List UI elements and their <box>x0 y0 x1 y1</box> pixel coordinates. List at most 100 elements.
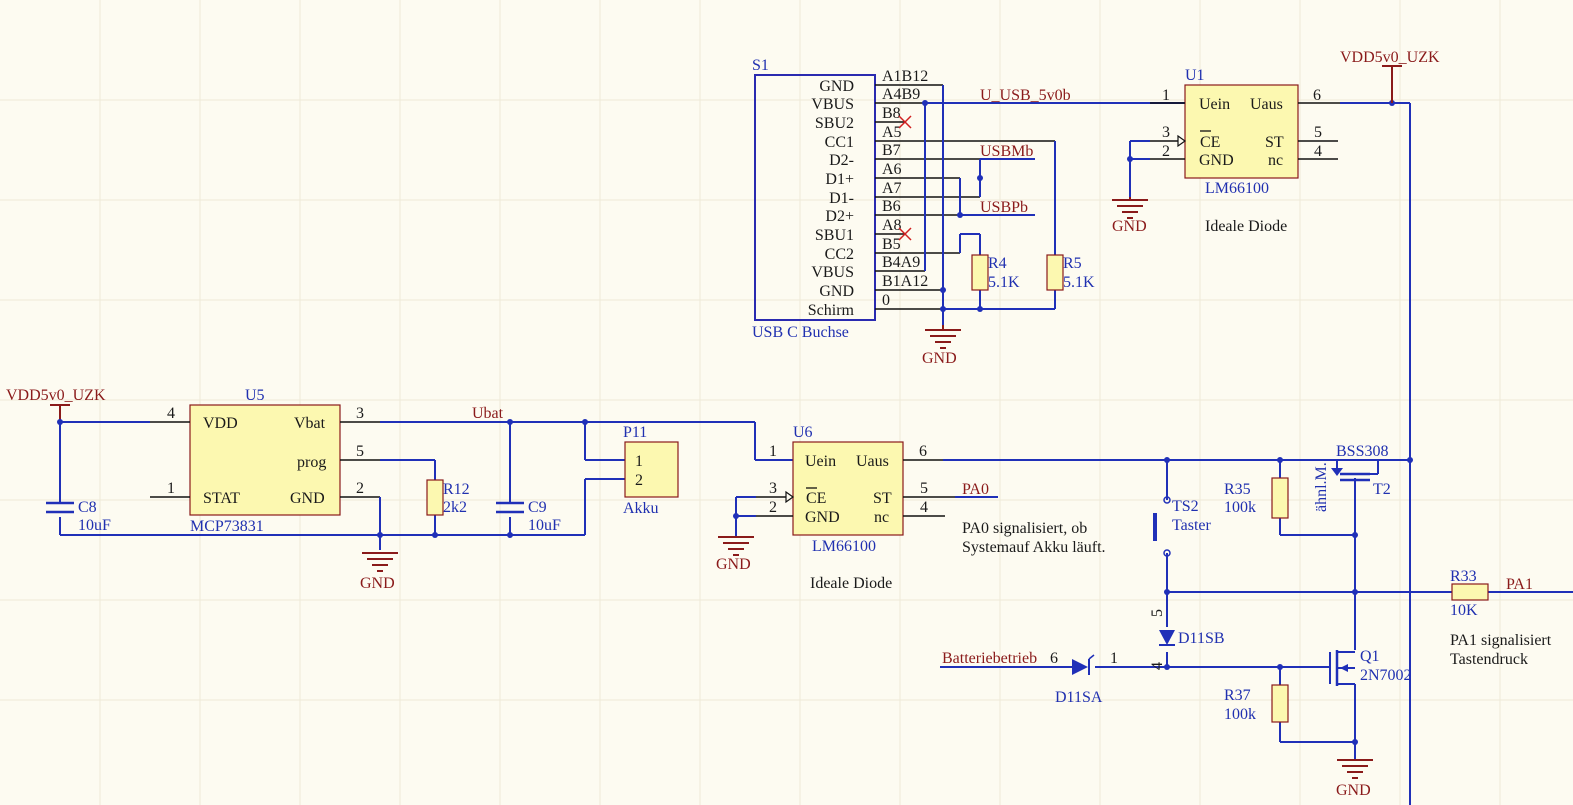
pmos-t2[interactable]: BSS308 T2 ähnl.M. <box>1313 443 1410 512</box>
svg-text:VBUS: VBUS <box>811 96 854 113</box>
svg-text:100k: 100k <box>1224 499 1256 516</box>
gnd-label-q1: GND <box>1336 782 1371 799</box>
s1-pin-numbers: A1B12 A4B9 B8 A5 B7 A6 A7 B6 A8 B5 B4A9 … <box>882 68 928 309</box>
resistor-r12[interactable]: R12 2k2 <box>426 479 470 516</box>
right-wires <box>940 460 1573 760</box>
svg-text:R5: R5 <box>1063 255 1082 272</box>
s1-pin-lines <box>875 84 1055 310</box>
svg-text:SBU1: SBU1 <box>815 227 854 244</box>
svg-text:P11: P11 <box>623 424 647 441</box>
net-pa0: PA0 <box>962 481 989 498</box>
svg-text:CE: CE <box>806 490 826 507</box>
svg-text:U6: U6 <box>793 424 813 441</box>
svg-text:1: 1 <box>635 453 643 470</box>
power-port-vdd-top: VDD5v0_UZK <box>1340 49 1440 103</box>
gnd-symbol-s1 <box>925 325 961 349</box>
s1-designator: S1 <box>752 57 769 74</box>
resistor-r33[interactable]: R33 10K <box>1450 568 1489 619</box>
s1-pin-names: GND VBUS SBU2 CC1 D2- D1+ D1- D2+ SBU1 C… <box>808 78 855 319</box>
svg-text:VDD5v0_UZK: VDD5v0_UZK <box>1340 49 1440 66</box>
svg-text:4: 4 <box>920 499 928 516</box>
net-usbmb: USBMb <box>980 143 1033 160</box>
ideal-diode-u6[interactable]: U6 Uein Uaus CE ST GND nc LM66100 1 6 3 … <box>756 424 955 592</box>
battery-connector-p11[interactable]: P11 1 2 Akku <box>623 424 679 517</box>
net-pa1: PA1 <box>1506 576 1533 593</box>
svg-text:B4A9: B4A9 <box>882 254 920 271</box>
svg-text:D2-: D2- <box>829 152 854 169</box>
gnd-label-u1: GND <box>1112 218 1147 235</box>
usb-c-connector-s1[interactable]: S1 USB C Buchse GND VBUS SBU2 CC1 D2- D1… <box>752 57 1055 341</box>
svg-text:GND: GND <box>290 490 325 507</box>
charger-ic-u5[interactable]: U5 VDD Vbat prog STAT GND MCP73831 4 1 3… <box>150 387 380 535</box>
svg-text:GND: GND <box>805 509 840 526</box>
svg-text:4: 4 <box>1149 662 1166 670</box>
u5-wires <box>60 421 793 550</box>
svg-text:Taster: Taster <box>1172 517 1212 534</box>
svg-text:Schirm: Schirm <box>808 302 855 319</box>
svg-text:D11SA: D11SA <box>1055 689 1103 706</box>
svg-text:10K: 10K <box>1450 602 1478 619</box>
gnd-symbol-u1 <box>1112 197 1148 219</box>
note-pa1-line2: Tastendruck <box>1450 651 1528 668</box>
svg-text:100k: 100k <box>1224 706 1256 723</box>
svg-text:6: 6 <box>1050 650 1058 667</box>
gnd-label-u5: GND <box>360 575 395 592</box>
gnd-symbol-q1 <box>1337 759 1373 779</box>
svg-text:ST: ST <box>1265 134 1284 151</box>
svg-text:3: 3 <box>356 405 364 422</box>
svg-text:2: 2 <box>1162 143 1170 160</box>
svg-text:2: 2 <box>356 480 364 497</box>
svg-text:R12: R12 <box>443 481 470 498</box>
capacitor-c8[interactable]: C8 10uF <box>46 422 111 535</box>
svg-text:Vbat: Vbat <box>294 415 326 432</box>
capacitor-c9[interactable]: C9 10uF <box>496 499 561 534</box>
svg-text:T2: T2 <box>1373 481 1391 498</box>
resistor-r37[interactable]: R37 100k <box>1224 684 1289 723</box>
svg-text:D2+: D2+ <box>825 208 854 225</box>
svg-text:LM66100: LM66100 <box>1205 180 1269 197</box>
svg-text:2: 2 <box>769 499 777 516</box>
pushbutton-ts2[interactable]: TS2 Taster <box>1153 496 1212 557</box>
resistor-r4[interactable]: R4 5.1K <box>971 254 1020 291</box>
nmos-q1[interactable]: Q1 2N7002 <box>1329 648 1412 686</box>
svg-text:TS2: TS2 <box>1172 498 1199 515</box>
svg-text:B5: B5 <box>882 236 901 253</box>
svg-text:Uaus: Uaus <box>1250 96 1283 113</box>
resistor-r5[interactable]: R5 5.1K <box>1046 254 1095 291</box>
svg-text:A5: A5 <box>882 124 902 141</box>
svg-text:0: 0 <box>882 292 890 309</box>
gnd-symbol-u6 <box>718 536 754 556</box>
svg-text:1: 1 <box>769 443 777 460</box>
svg-text:D1+: D1+ <box>825 171 854 188</box>
svg-text:B8: B8 <box>882 105 901 122</box>
ideal-diode-u1[interactable]: U1 Uein Uaus CE ST GND nc LM66100 1 6 3 … <box>1150 67 1340 235</box>
svg-text:2N7002: 2N7002 <box>1360 667 1412 684</box>
svg-text:GND: GND <box>819 78 854 95</box>
svg-text:VBUS: VBUS <box>811 264 854 281</box>
svg-text:VDD5v0_UZK: VDD5v0_UZK <box>6 387 106 404</box>
svg-text:GND: GND <box>1199 152 1234 169</box>
svg-text:ST: ST <box>873 490 892 507</box>
svg-text:STAT: STAT <box>203 490 240 507</box>
svg-text:Uein: Uein <box>1199 96 1230 113</box>
svg-text:C8: C8 <box>78 499 97 516</box>
svg-text:B1A12: B1A12 <box>882 273 928 290</box>
svg-text:R33: R33 <box>1450 568 1477 585</box>
svg-text:4: 4 <box>167 405 175 422</box>
svg-text:R35: R35 <box>1224 481 1251 498</box>
svg-text:B6: B6 <box>882 198 901 215</box>
svg-text:nc: nc <box>874 509 889 526</box>
svg-text:3: 3 <box>1162 124 1170 141</box>
svg-text:VDD: VDD <box>203 415 238 432</box>
svg-text:GND: GND <box>819 283 854 300</box>
gnd-label-s1: GND <box>922 350 957 367</box>
diode-d11sb[interactable]: D11SB 5 4 <box>1149 609 1225 670</box>
resistor-r35[interactable]: R35 100k <box>1224 477 1289 519</box>
power-port-vdd-left: VDD5v0_UZK <box>6 387 106 422</box>
svg-text:D1-: D1- <box>829 190 854 207</box>
svg-text:MCP73831: MCP73831 <box>190 518 264 535</box>
svg-text:5.1K: 5.1K <box>988 274 1020 291</box>
diode-d11sa[interactable]: D11SA 6 1 <box>1050 650 1118 706</box>
svg-text:SBU2: SBU2 <box>815 115 854 132</box>
